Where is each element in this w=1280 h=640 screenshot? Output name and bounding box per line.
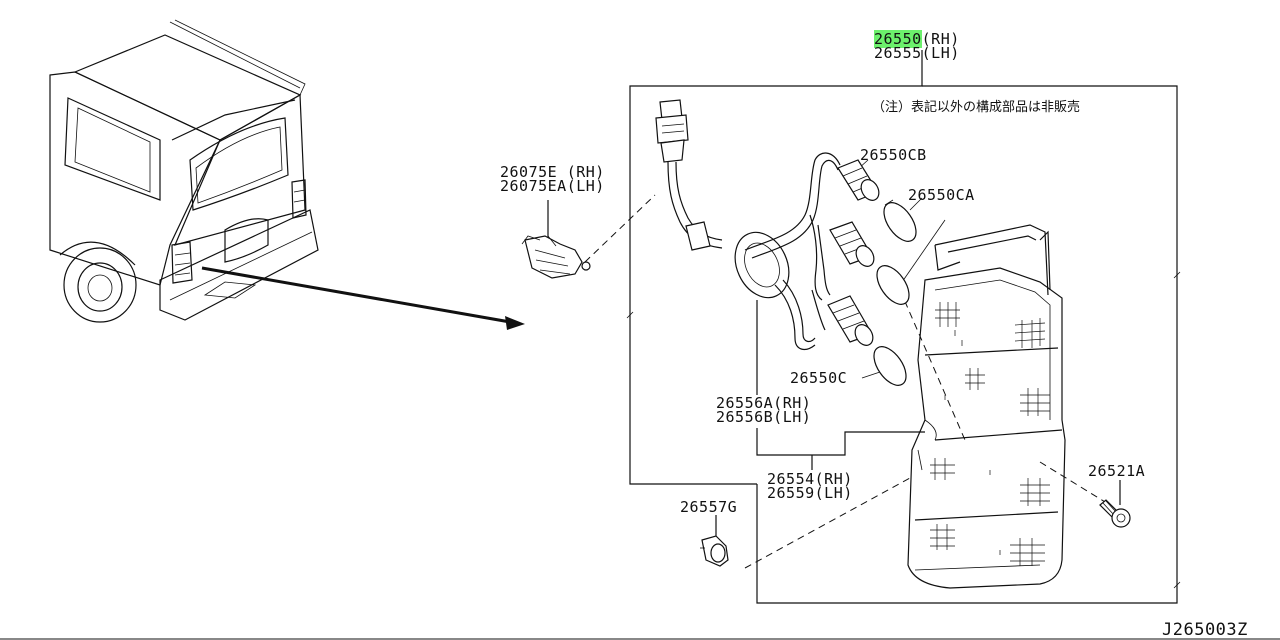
label-26550CB[interactable]: 26550CB — [860, 146, 927, 164]
label-26550-side: (RH) — [921, 30, 960, 48]
assembly-bracket — [626, 50, 1181, 604]
clip-26075E — [521, 235, 591, 279]
note-non-sale: （注）表記以外の構成部品は非販売 — [872, 100, 1081, 115]
location-arrow — [201, 266, 525, 330]
label-26075EA[interactable]: 26075EA(LH) — [500, 177, 605, 195]
label-26550CA[interactable]: 26550CA — [908, 186, 975, 204]
label-26554[interactable]: 26554(RH) — [767, 470, 853, 488]
socket-lower — [827, 295, 874, 346]
label-26550-rh[interactable]: 26550(RH) — [874, 30, 960, 48]
screw-26521A — [1099, 499, 1131, 528]
lamp-housing — [907, 224, 1066, 589]
socket-middle — [829, 221, 875, 267]
van-illustration — [49, 19, 319, 323]
label-26521A[interactable]: 26521A — [1088, 462, 1146, 480]
label-26557G[interactable]: 26557G — [680, 498, 738, 516]
bulb-lower — [873, 346, 907, 386]
grommet-26557G — [700, 535, 729, 567]
label-26075E[interactable]: 26075E (RH) — [500, 163, 605, 181]
label-26555-lh[interactable]: 26555(LH) — [874, 44, 960, 62]
label-26550C[interactable]: 26550C — [790, 369, 848, 387]
dashed-guides — [584, 194, 1111, 569]
connector-harness — [655, 99, 841, 351]
lens-texture — [930, 302, 1050, 566]
label-26556B[interactable]: 26556B(LH) — [716, 408, 812, 426]
reference-code: J265003Z — [1162, 620, 1248, 640]
label-26556A[interactable]: 26556A(RH) — [716, 394, 812, 412]
label-26559[interactable]: 26559(LH) — [767, 484, 853, 502]
bulb-middle — [876, 265, 910, 305]
label-26550-number[interactable]: 26550 — [874, 30, 922, 48]
bulb-upper — [883, 199, 917, 242]
socket-upper — [837, 159, 880, 201]
